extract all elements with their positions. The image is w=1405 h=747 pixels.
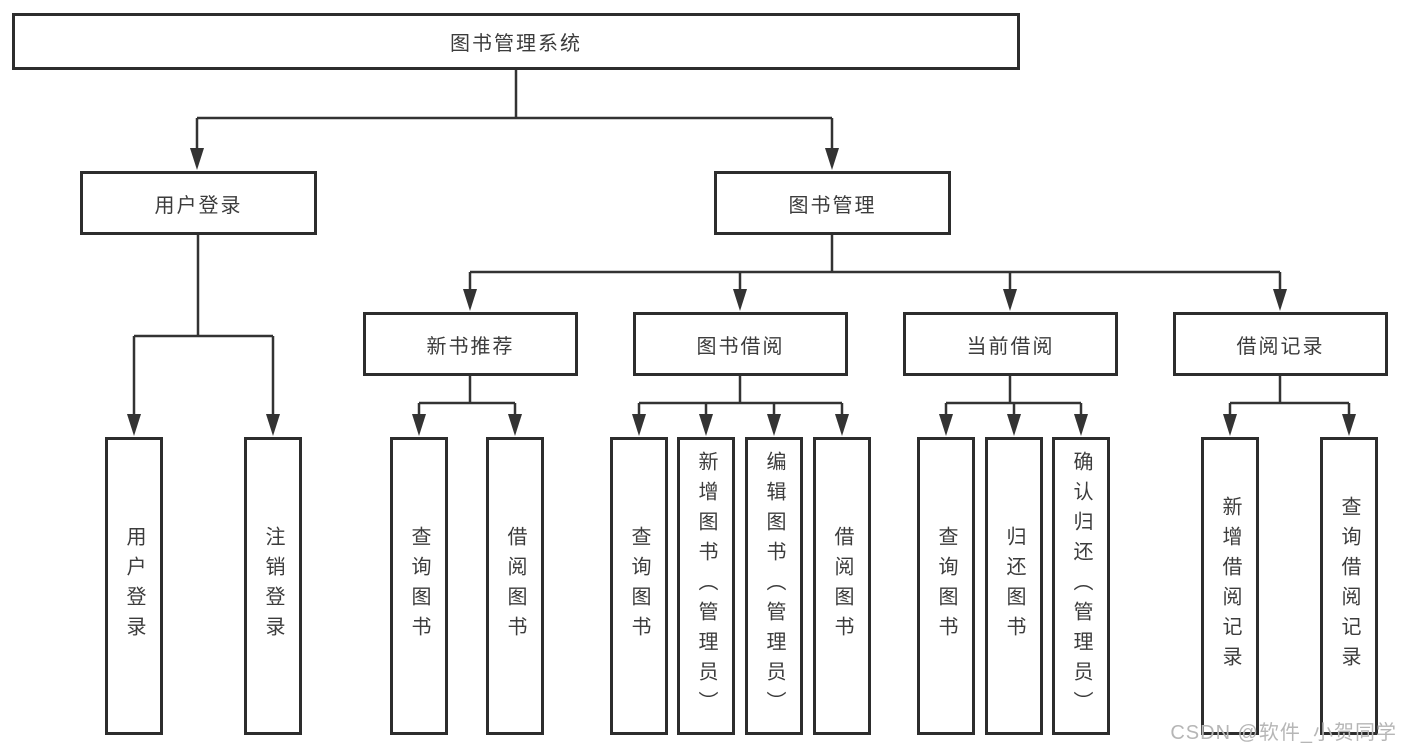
leaf-current-return-books-label: 归还图书	[1003, 526, 1025, 646]
node-book-borrowing-label: 图书借阅	[696, 335, 785, 358]
node-current-borrowing-label: 当前借阅	[966, 335, 1055, 358]
leaf-records-add-record-label: 新增借阅记录	[1219, 496, 1241, 676]
leaf-current-query-books-label: 查询图书	[935, 526, 957, 646]
csdn-watermark: CSDN @软件_小贺同学	[1170, 722, 1397, 744]
arrowheads	[127, 148, 1356, 436]
leaf-user-login-label: 用户登录	[123, 526, 145, 646]
node-user-login-branch: 用户登录	[80, 171, 317, 235]
leaf-records-query-record: 查询借阅记录	[1320, 437, 1378, 735]
leaf-borrow-borrow-books: 借阅图书	[813, 437, 871, 735]
leaf-borrow-edit-books-admin: 编辑图书（管理员）	[745, 437, 803, 735]
leaf-newbook-query-books: 查询图书	[390, 437, 448, 735]
node-book-management-branch-label: 图书管理	[788, 194, 877, 217]
node-current-borrowing: 当前借阅	[903, 312, 1118, 376]
node-library-management-system: 图书管理系统	[12, 13, 1020, 70]
node-book-borrowing: 图书借阅	[633, 312, 848, 376]
leaf-borrow-add-books-admin: 新增图书（管理员）	[677, 437, 735, 735]
leaf-current-query-books: 查询图书	[917, 437, 975, 735]
leaf-records-query-record-label: 查询借阅记录	[1338, 496, 1360, 676]
node-borrowing-records-label: 借阅记录	[1236, 335, 1325, 358]
node-book-management-branch: 图书管理	[714, 171, 951, 235]
node-new-book-recommendation: 新书推荐	[363, 312, 578, 376]
node-new-book-recommendation-label: 新书推荐	[426, 335, 515, 358]
leaf-borrow-borrow-books-label: 借阅图书	[831, 526, 853, 646]
leaf-current-confirm-return-admin: 确认归还（管理员）	[1052, 437, 1110, 735]
leaf-borrow-query-books: 查询图书	[610, 437, 668, 735]
leaf-newbook-borrow-books-label: 借阅图书	[504, 526, 526, 646]
leaf-user-login: 用户登录	[105, 437, 163, 735]
node-library-management-system-label: 图书管理系统	[450, 33, 582, 55]
node-user-login-branch-label: 用户登录	[154, 194, 243, 217]
leaf-newbook-query-books-label: 查询图书	[408, 526, 430, 646]
leaf-records-add-record: 新增借阅记录	[1201, 437, 1259, 735]
leaf-logout: 注销登录	[244, 437, 302, 735]
leaf-logout-label: 注销登录	[262, 526, 284, 646]
node-borrowing-records: 借阅记录	[1173, 312, 1388, 376]
leaf-borrow-add-books-admin-label: 新增图书（管理员）	[695, 451, 717, 721]
leaf-borrow-edit-books-admin-label: 编辑图书（管理员）	[763, 451, 785, 721]
leaf-newbook-borrow-books: 借阅图书	[486, 437, 544, 735]
leaf-current-return-books: 归还图书	[985, 437, 1043, 735]
leaf-borrow-query-books-label: 查询图书	[628, 526, 650, 646]
leaf-current-confirm-return-admin-label: 确认归还（管理员）	[1070, 451, 1092, 721]
